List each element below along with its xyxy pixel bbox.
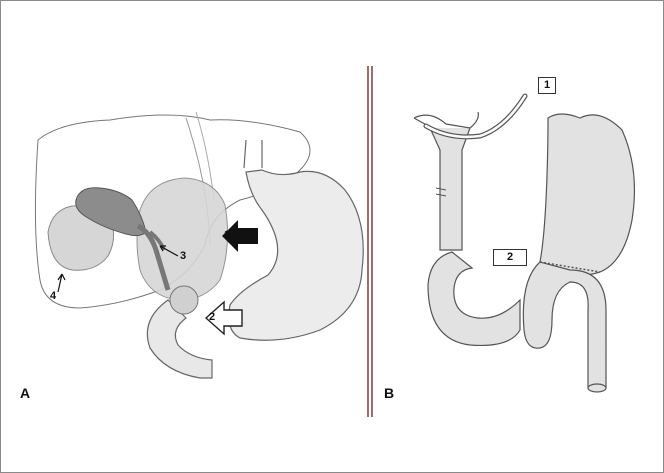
panel-b-jejunal-loop — [428, 252, 520, 345]
panel-b-limb-end — [588, 384, 606, 392]
panel-b-stomach — [540, 114, 634, 275]
panel-b-label-1: 1 — [538, 77, 556, 94]
panel-a-label-2: 2 — [209, 311, 215, 323]
stomach-shape — [229, 170, 363, 340]
esophagus-shape — [244, 140, 262, 168]
panel-a-label-1: 1 — [224, 229, 230, 241]
panel-a-label-4: 4 — [50, 290, 56, 302]
panel-b-label-2: 2 — [493, 249, 527, 266]
panel-a-letter: A — [20, 385, 30, 401]
panel-b-efferent-limb — [523, 262, 606, 388]
panel-b-duct — [430, 128, 470, 250]
panel-b-letter: B — [384, 385, 394, 401]
panel-a-label-3: 3 — [180, 250, 186, 262]
ampulla-mass — [170, 286, 198, 314]
